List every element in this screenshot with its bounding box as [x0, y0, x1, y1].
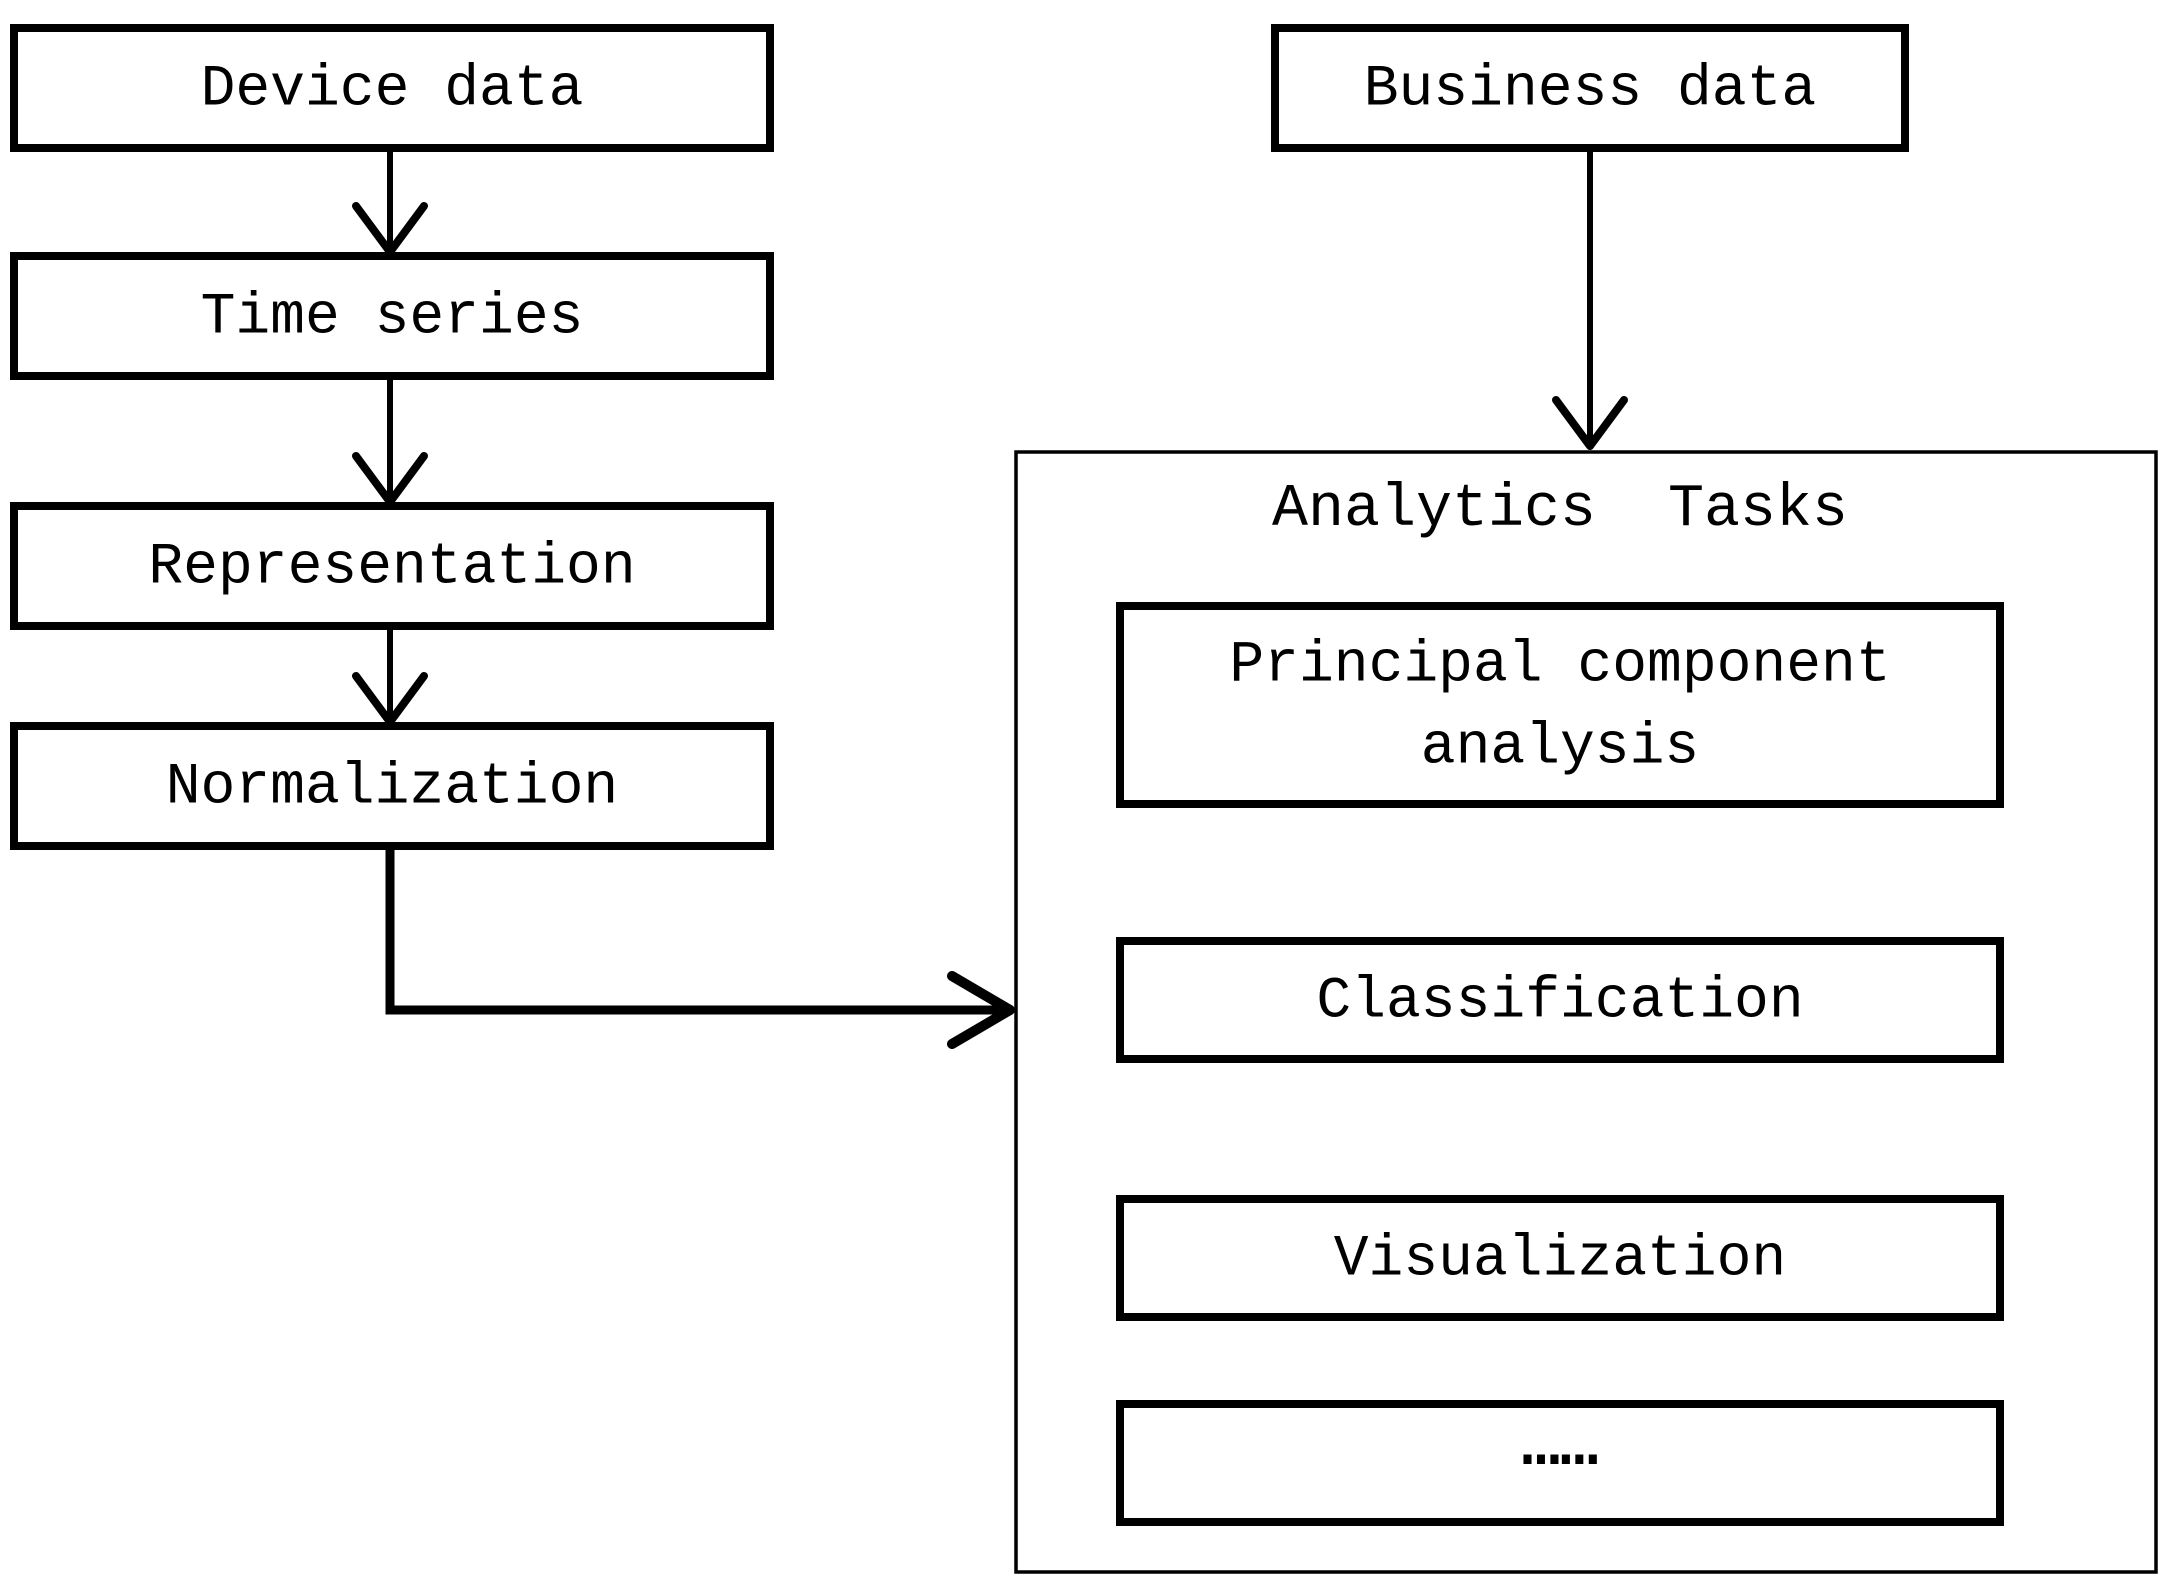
pca-label-line1: Principal component [1229, 634, 1890, 699]
time-series-box [10, 252, 774, 380]
visualization-box [1116, 1195, 2004, 1321]
business-data-label: Business data [1364, 58, 1816, 123]
representation-label: Representation [148, 536, 635, 601]
normalization-label: Normalization [166, 756, 618, 821]
visualization-label: Visualization [1334, 1228, 1786, 1293]
analytics-tasks-title: Analytics Tasks [1272, 476, 1848, 544]
ellipsis-box [1116, 1400, 2004, 1526]
pca-box [1116, 602, 2004, 808]
time-series-label: Time series [201, 286, 584, 351]
classification-label: Classification [1316, 970, 1803, 1035]
device-data-label: Device data [201, 58, 584, 123]
connector-normalization-to-analytics-head [947, 971, 1015, 1049]
ellipsis-label: …… [1522, 1412, 1599, 1484]
representation-box [10, 502, 774, 630]
analytics-tasks-container [1014, 450, 2158, 1574]
business-data-box [1271, 24, 1909, 152]
pca-label-line2: analysis [1421, 716, 1699, 781]
arrow-business-to-analytics-head [1552, 396, 1628, 450]
connector-normalization-to-analytics-shaft [385, 846, 1008, 1015]
classification-box [1116, 937, 2004, 1063]
